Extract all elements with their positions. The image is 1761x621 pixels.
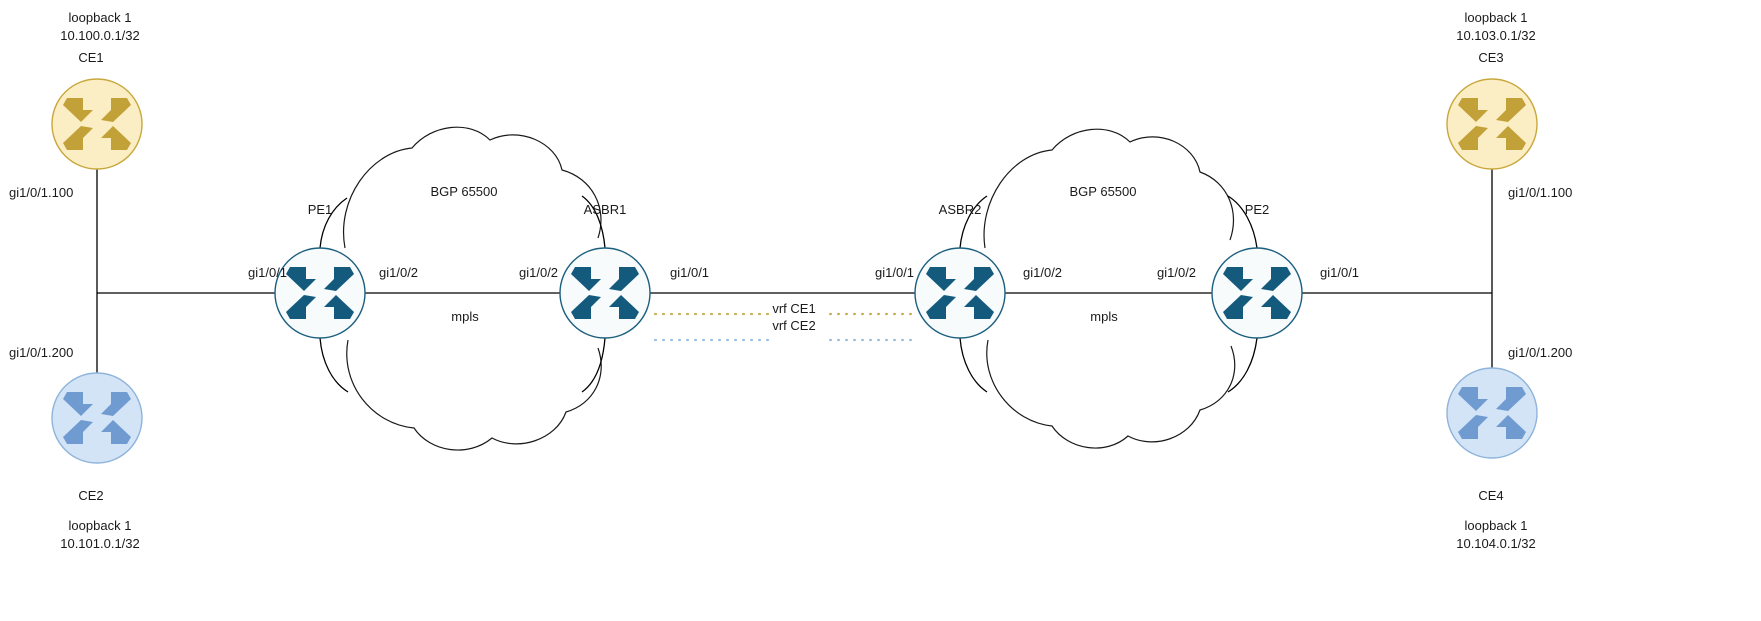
iface-ce3-gi1-0-1-100: gi1/0/1.100: [1508, 185, 1573, 200]
link-label-mpls-left: mpls: [451, 309, 479, 324]
cloud-as-right: [983, 128, 1236, 449]
iface-ce1-gi1-0-1-100: gi1/0/1.100: [9, 185, 74, 200]
node-pe1-circle[interactable]: [274, 247, 366, 339]
iface-asbr1-gi1-0-1: gi1/0/1: [670, 265, 710, 280]
node-asbr1-circle[interactable]: [559, 247, 651, 339]
link-pe1-cloud-bottom: [319, 337, 349, 393]
vrf-label-ce1: vrf CE1: [772, 301, 816, 316]
node-asbr1[interactable]: [559, 247, 651, 339]
loopback-ce3: loopback 1 10.103.0.1/32: [1456, 10, 1536, 43]
node-label-ce3: CE3: [1478, 50, 1504, 65]
node-pe2[interactable]: [1211, 247, 1303, 339]
link-label-mpls-right: mpls: [1090, 309, 1118, 324]
iface-ce2-gi1-0-1-200: gi1/0/1.200: [9, 345, 74, 360]
node-ce1[interactable]: [51, 78, 143, 170]
link-pe2-cloud-bottom: [1227, 337, 1258, 393]
link-layer: [96, 169, 1493, 393]
node-label-ce4: CE4: [1478, 488, 1504, 503]
link-pe2-cloud-top: [1227, 195, 1258, 249]
node-ce4[interactable]: [1446, 367, 1538, 459]
node-asbr2[interactable]: [914, 247, 1006, 339]
node-label-pe2: PE2: [1244, 202, 1270, 217]
iface-pe2-gi1-0-1: gi1/0/1: [1320, 265, 1360, 280]
iface-asbr2-gi1-0-2: gi1/0/2: [1023, 265, 1063, 280]
node-ce2[interactable]: [51, 372, 143, 464]
link-asbr1-cloud-top: [581, 195, 606, 249]
cloud-as-left: [343, 126, 602, 451]
node-asbr2-circle[interactable]: [914, 247, 1006, 339]
loopback-ce4: loopback 1 10.104.0.1/32: [1456, 518, 1536, 551]
link-asbr1-cloud-bottom: [581, 337, 606, 393]
node-ce4-circle[interactable]: [1446, 367, 1538, 459]
node-label-ce2: CE2: [78, 488, 104, 503]
iface-asbr1-gi1-0-2: gi1/0/2: [519, 265, 559, 280]
cloud-label-as-left: BGP 65500: [430, 184, 498, 199]
node-ce3[interactable]: [1446, 78, 1538, 170]
iface-asbr2-gi1-0-1: gi1/0/1: [875, 265, 915, 280]
iface-ce4-gi1-0-1-200: gi1/0/1.200: [1508, 345, 1573, 360]
node-label-asbr2: ASBR2: [938, 202, 982, 217]
node-ce1-circle[interactable]: [51, 78, 143, 170]
node-ce2-circle[interactable]: [51, 372, 143, 464]
vrf-label-ce2: vrf CE2: [772, 318, 816, 333]
loopback-ce2: loopback 1 10.101.0.1/32: [60, 518, 140, 551]
iface-pe2-gi1-0-2: gi1/0/2: [1157, 265, 1197, 280]
node-label-pe1: PE1: [307, 202, 333, 217]
link-asbr2-cloud-top: [959, 195, 988, 249]
iface-pe1-gi1-0-2: gi1/0/2: [379, 265, 419, 280]
node-pe2-circle[interactable]: [1211, 247, 1303, 339]
node-label-asbr1: ASBR1: [583, 202, 627, 217]
cloud-label-as-right: BGP 65500: [1069, 184, 1137, 199]
node-pe1[interactable]: [274, 247, 366, 339]
vrf-link-layer: [653, 312, 920, 342]
node-label-ce1: CE1: [78, 50, 104, 65]
iface-pe1-gi1-0-1: gi1/0/1: [248, 265, 288, 280]
loopback-ce1: loopback 1 10.100.0.1/32: [60, 10, 140, 43]
link-asbr2-cloud-bottom: [959, 337, 988, 393]
node-ce3-circle[interactable]: [1446, 78, 1538, 170]
link-pe1-cloud-top: [319, 197, 348, 249]
